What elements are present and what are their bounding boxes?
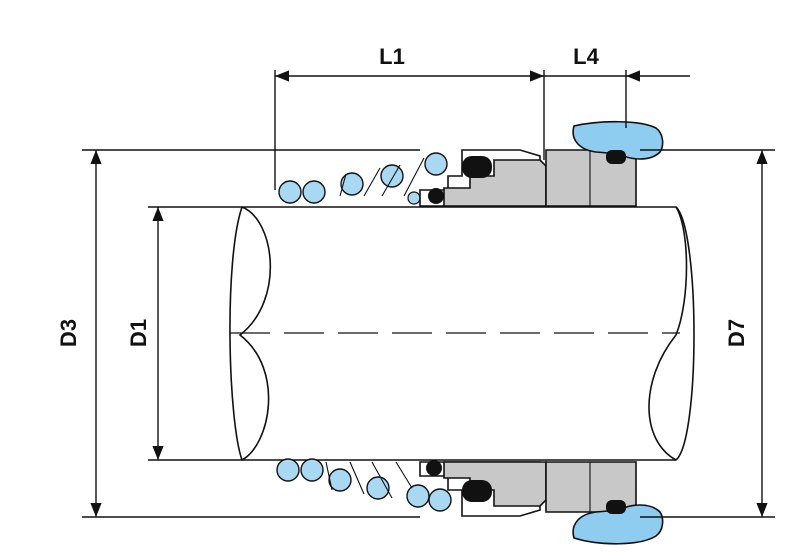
dimension-l1: L1 <box>274 44 545 190</box>
dimension-d1: D1 <box>126 206 242 461</box>
spring-coil <box>407 191 421 205</box>
spring-coil <box>428 488 452 512</box>
spring-coil <box>328 468 352 492</box>
spring-coil <box>302 180 326 204</box>
dimension-label-l1: L1 <box>379 44 405 69</box>
seat-gasket-bottom <box>572 504 664 545</box>
seal-assembly-top <box>278 120 664 207</box>
seal-assembly-bottom <box>276 458 664 545</box>
spring-coil <box>278 180 302 204</box>
o-ring <box>426 460 442 476</box>
o-ring <box>428 188 444 204</box>
o-ring <box>606 150 626 164</box>
o-ring <box>606 500 626 514</box>
dimension-label-d1: D1 <box>126 319 151 347</box>
o-ring <box>462 480 492 502</box>
dimension-label-d3: D3 <box>56 319 81 347</box>
spring-coil <box>380 164 404 188</box>
spring-coil <box>366 476 390 500</box>
dimension-l4: L4 <box>544 44 690 128</box>
spring-coil <box>406 484 430 508</box>
spring-coils-top <box>278 152 448 205</box>
spring-coil <box>424 152 448 176</box>
dimension-label-l4: L4 <box>573 44 599 69</box>
shaft-break-right <box>648 206 688 461</box>
spring-coil <box>276 458 300 482</box>
dimension-d3: D3 <box>56 149 420 518</box>
spring-coil <box>300 458 324 482</box>
dimension-label-d7: D7 <box>724 319 749 347</box>
shaft <box>229 206 695 461</box>
o-ring <box>462 156 492 178</box>
dimension-d7: D7 <box>640 149 775 518</box>
shaft-break-left <box>238 206 272 461</box>
spring-coil <box>340 172 364 196</box>
spring-coils-bottom <box>276 458 452 512</box>
